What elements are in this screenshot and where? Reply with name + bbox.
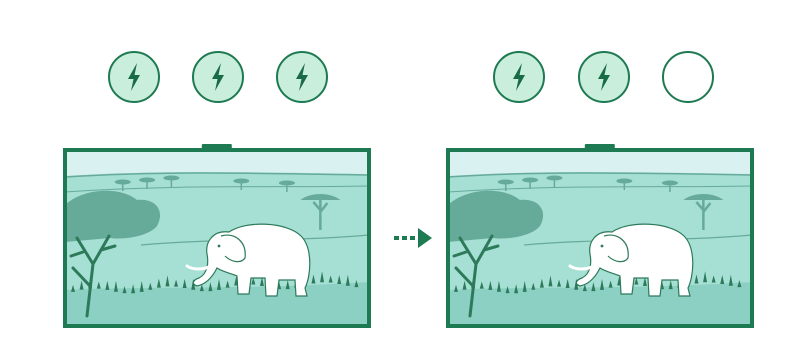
- distant-tree-canopy: [139, 178, 155, 183]
- savanna-scene: [448, 150, 752, 326]
- distant-tree-canopy: [115, 180, 131, 185]
- distant-tree-canopy: [522, 178, 538, 183]
- distant-tree-canopy: [546, 176, 562, 181]
- panel-after: [448, 52, 752, 326]
- distant-tree-canopy: [279, 181, 295, 186]
- arrow-dot: [402, 236, 407, 240]
- charge-badge-full: [579, 52, 629, 102]
- charge-badge-empty: [663, 52, 713, 102]
- camera-frame: [448, 144, 752, 326]
- distant-tree-canopy: [233, 179, 249, 184]
- foreground-ground: [448, 282, 752, 326]
- distant-tree-canopy: [163, 176, 179, 181]
- panel-before: [65, 52, 369, 326]
- camera-frame: [65, 144, 369, 326]
- charge-circle: [663, 52, 713, 102]
- elephant-eye: [218, 245, 221, 248]
- charge-badge-full: [193, 52, 243, 102]
- arrow-dot: [394, 236, 399, 240]
- charge-badge-full: [494, 52, 544, 102]
- savanna-scene: [65, 150, 369, 326]
- charge-badge-full: [277, 52, 327, 102]
- distant-tree-canopy: [662, 181, 678, 186]
- dotted-arrow-right-icon: [394, 228, 432, 248]
- charge-badge-full: [109, 52, 159, 102]
- arrow-dot: [410, 236, 415, 240]
- arrow-head: [418, 228, 432, 248]
- distant-tree-canopy: [498, 180, 514, 185]
- distant-tree-canopy: [616, 179, 632, 184]
- foreground-ground: [65, 282, 369, 326]
- elephant-eye: [601, 245, 604, 248]
